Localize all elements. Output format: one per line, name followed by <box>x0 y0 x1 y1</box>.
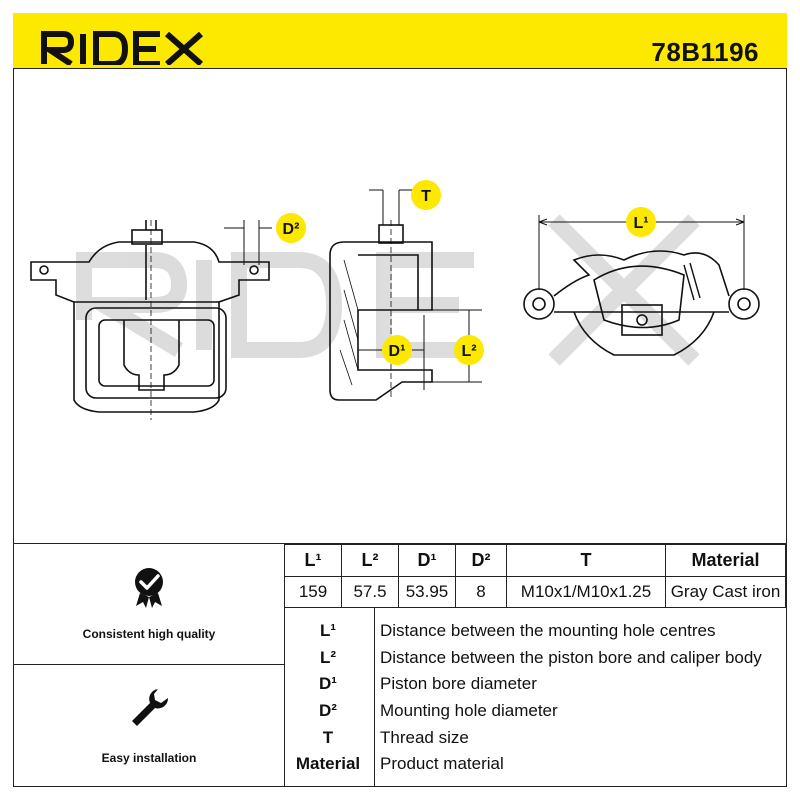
legend-key: T <box>322 727 334 747</box>
legend-row: L² Distance between the piston bore and … <box>284 645 786 672</box>
svg-text:D¹: D¹ <box>389 343 406 360</box>
t-marker: T <box>411 180 441 210</box>
spec-header-cell: Material <box>665 543 786 578</box>
svg-text:L¹: L¹ <box>633 215 648 232</box>
spec-value-cell: 53.95 <box>398 576 456 608</box>
feature-installation: Easy installation <box>14 686 284 765</box>
legend-desc: Distance between the piston bore and cal… <box>380 647 762 667</box>
spec-header-cell: T <box>506 543 666 578</box>
ridex-logo <box>40 31 206 70</box>
legend-key: L² <box>319 647 337 667</box>
divider-top <box>13 543 787 544</box>
spec-header-cell: L¹ <box>284 543 342 578</box>
wrench-icon <box>14 686 284 733</box>
legend-divider <box>374 608 375 787</box>
legend-key: D¹ <box>319 674 337 694</box>
svg-text:D²: D² <box>283 221 300 238</box>
spec-header-cell: D² <box>455 543 507 578</box>
svg-text:T: T <box>421 188 431 205</box>
d1-marker: D¹ <box>382 335 412 365</box>
feature-label: Easy installation <box>101 751 197 765</box>
divider-vertical <box>284 543 285 787</box>
part-number: 78B1196 <box>651 37 759 67</box>
caliper-front-view <box>30 220 272 420</box>
l1-marker: L¹ <box>626 207 656 237</box>
legend-row: T Thread size <box>284 724 786 751</box>
feature-quality: Consistent high quality <box>14 566 284 641</box>
legend-row: Material Product material <box>284 751 786 778</box>
legend-row: D² Mounting hole diameter <box>284 698 786 725</box>
legend-desc: Piston bore diameter <box>380 674 537 694</box>
legend-key: Material <box>295 754 361 774</box>
legend-row: D¹ Piston bore diameter <box>284 671 786 698</box>
legend-key: D² <box>319 701 337 721</box>
header-bar: 78B1196 <box>13 13 787 69</box>
svg-text:L²: L² <box>461 343 476 360</box>
legend-key: L¹ <box>319 621 337 641</box>
legend-row: L¹ Distance between the mounting hole ce… <box>284 618 786 645</box>
spec-value-cell: 57.5 <box>341 576 399 608</box>
legend-desc: Thread size <box>380 727 469 747</box>
spec-header-cell: L² <box>341 543 399 578</box>
ridex-watermark <box>75 214 700 366</box>
spec-value-cell: M10x1/M10x1.25 <box>506 576 666 608</box>
quality-check-icon <box>14 566 284 613</box>
d2-marker: D² <box>276 213 306 243</box>
spec-header-row: L¹ L² D¹ D² T Material <box>284 543 786 578</box>
spec-value-row: 159 57.5 53.95 8 M10x1/M10x1.25 Gray Cas… <box>284 576 786 608</box>
spec-table: L¹ L² D¹ D² T Material 159 57.5 53.95 8 … <box>284 543 786 608</box>
caliper-section-view <box>329 189 482 401</box>
spec-header-cell: D¹ <box>398 543 456 578</box>
legend-desc: Distance between the mounting hole centr… <box>380 621 716 641</box>
divider-features <box>13 664 284 665</box>
feature-label: Consistent high quality <box>82 627 216 641</box>
spec-value-cell: 8 <box>455 576 507 608</box>
l2-marker: L² <box>454 335 484 365</box>
technical-drawing: D² T D¹ L² <box>14 70 786 542</box>
spec-value-cell: Gray Cast iron <box>665 576 786 608</box>
legend-desc: Mounting hole diameter <box>380 701 558 721</box>
caliper-side-view <box>523 215 760 356</box>
legend: L¹ Distance between the mounting hole ce… <box>284 618 786 778</box>
spec-value-cell: 159 <box>284 576 342 608</box>
legend-desc: Product material <box>380 754 504 774</box>
